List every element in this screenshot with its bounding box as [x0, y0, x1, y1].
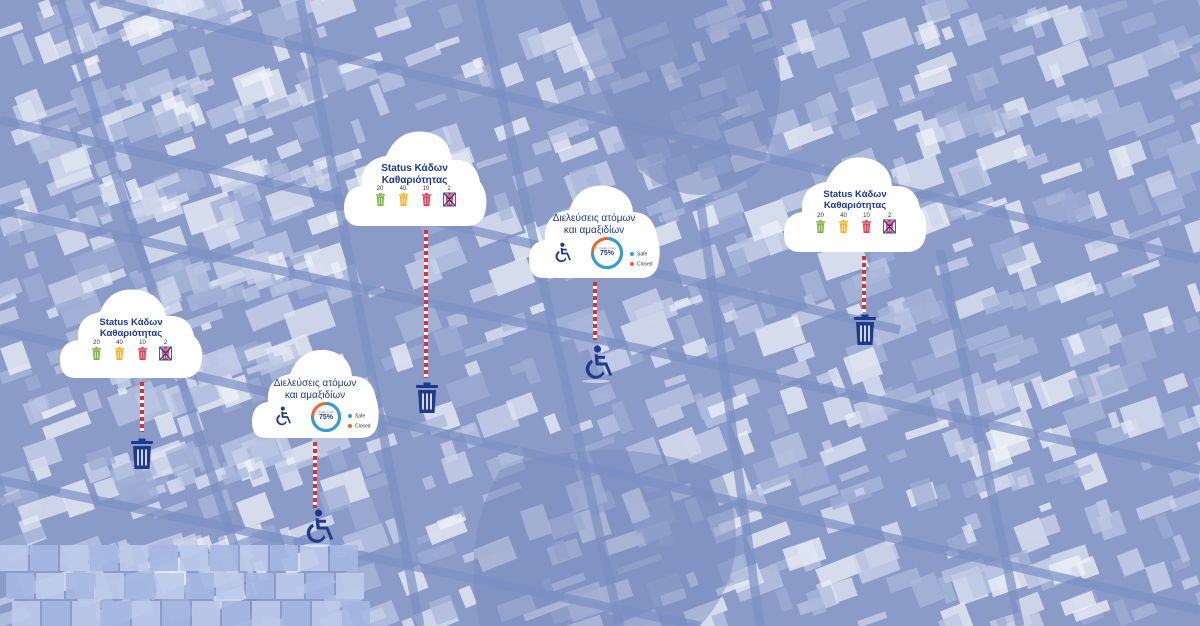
crossings-cloud-1[interactable]: Διελεύσεις ατόμων και αμαξιδίων Quality …	[250, 344, 380, 442]
bin-status-item: 10	[860, 213, 873, 234]
bin-yellow-icon	[838, 220, 849, 233]
legend-safe: Safe	[630, 252, 653, 257]
trash-bin-pin-icon[interactable]	[851, 314, 879, 346]
closed-dot	[630, 262, 634, 267]
wheelchair-icon	[276, 406, 291, 426]
gauge-caption: Quality Index	[598, 245, 616, 250]
cloud-shape	[252, 349, 379, 438]
bin-status-cloud-2[interactable]: Status Κάδων Καθαριότητας 20 40 10 2	[342, 126, 487, 230]
bin-status-cloud-1[interactable]: Status Κάδων Καθαριότητας 20 40 10 2	[58, 282, 204, 382]
bin-count: 10	[139, 340, 146, 346]
connector-dash	[862, 256, 866, 312]
bin-count: 20	[376, 186, 384, 192]
bin-count: 10	[863, 213, 870, 219]
bin-status-title-line1: Status Κάδων	[381, 163, 448, 174]
bin-count: 10	[422, 186, 430, 192]
gauge-percent: 75%	[599, 250, 614, 258]
bin-count: 2	[447, 186, 451, 192]
bin-crossed-icon	[883, 219, 896, 234]
bin-status-item: 40	[397, 186, 410, 207]
bin-count: 40	[116, 340, 123, 346]
wheelchair-pin-icon[interactable]	[578, 344, 614, 384]
bin-status-title-line1: Status Κάδων	[99, 317, 163, 328]
bin-status-item: 2	[883, 213, 896, 234]
wheelchair-pin-icon[interactable]	[299, 508, 335, 548]
gauge-caption: Quality Index	[317, 409, 335, 414]
bin-yellow-icon	[114, 347, 125, 360]
legend-closed-label: Closed	[355, 423, 371, 430]
legend-closed: Closed	[348, 424, 371, 429]
bin-status-title-line2: Καθαριότητας	[99, 327, 163, 339]
wheelchair-icon	[555, 242, 571, 263]
crossings-title-line2: και αμαξιδίων	[284, 390, 346, 401]
bin-red-icon	[421, 193, 431, 206]
bin-count: 2	[163, 340, 168, 346]
bin-count: 20	[93, 340, 100, 346]
bin-status-title-line1: Status Κάδων	[823, 189, 887, 200]
bin-status-item: 10	[136, 340, 149, 361]
bin-status-item: 20	[90, 340, 103, 361]
bin-status-item: 2	[442, 186, 456, 207]
bin-red-icon	[137, 347, 148, 360]
bin-status-item: 20	[374, 186, 387, 207]
cloud-shape	[529, 185, 660, 278]
gauge-ring	[311, 402, 341, 432]
bin-crossed-icon	[159, 346, 172, 361]
bin-count: 20	[817, 213, 824, 219]
legend-safe: Safe	[348, 414, 371, 419]
trash-bin-pin-icon[interactable]	[413, 382, 441, 414]
bin-yellow-icon	[398, 193, 408, 206]
bin-status-item: 40	[113, 340, 126, 361]
bin-status-title-line2: Καθαριότητας	[823, 199, 887, 211]
bin-count: 40	[840, 213, 847, 219]
crossings-cloud-2[interactable]: Διελεύσεις ατόμων και αμαξιδίων Quality …	[527, 180, 661, 282]
bin-status-title-line2: Καθαριότητας	[381, 174, 448, 186]
bin-status-cloud-3[interactable]: Status Κάδων Καθαριότητας 20 40 10 2	[782, 152, 928, 256]
connector-dash	[424, 230, 428, 378]
legend-closed-label: Closed	[637, 261, 653, 268]
bin-status-item: 40	[837, 213, 850, 234]
bin-count: 40	[399, 186, 407, 192]
legend-closed: Closed	[630, 262, 653, 267]
safe-dot	[630, 252, 634, 256]
bin-crossed-icon	[442, 192, 456, 207]
legend-safe-label: Safe	[637, 251, 648, 258]
connector-dash	[140, 382, 144, 432]
crossings-title-line2: και αμαξιδίων	[563, 225, 625, 236]
closed-dot	[348, 424, 352, 429]
gauge-percent: 75%	[318, 414, 333, 422]
bin-red-icon	[861, 220, 872, 233]
bin-status-item: 20	[814, 213, 827, 234]
gauge-ring	[591, 237, 623, 269]
trash-bin-pin-icon[interactable]	[128, 438, 156, 470]
bin-green-icon	[91, 347, 102, 360]
bin-green-icon	[375, 193, 385, 206]
bin-green-icon	[815, 220, 826, 233]
connector-dash	[313, 442, 317, 508]
safe-dot	[348, 414, 352, 418]
bin-status-item: 2	[159, 340, 172, 361]
connector-dash	[593, 282, 597, 340]
quality-gauge: Quality Index 75%	[590, 236, 624, 270]
crossings-title-line1: Διελεύσεις ατόμων	[273, 378, 357, 389]
bin-status-item: 10	[420, 186, 433, 207]
crossings-title-line1: Διελεύσεις ατόμων	[552, 213, 636, 224]
legend-safe-label: Safe	[355, 413, 366, 420]
bin-count: 2	[887, 213, 892, 219]
quality-gauge: Quality Index 75%	[310, 401, 342, 433]
